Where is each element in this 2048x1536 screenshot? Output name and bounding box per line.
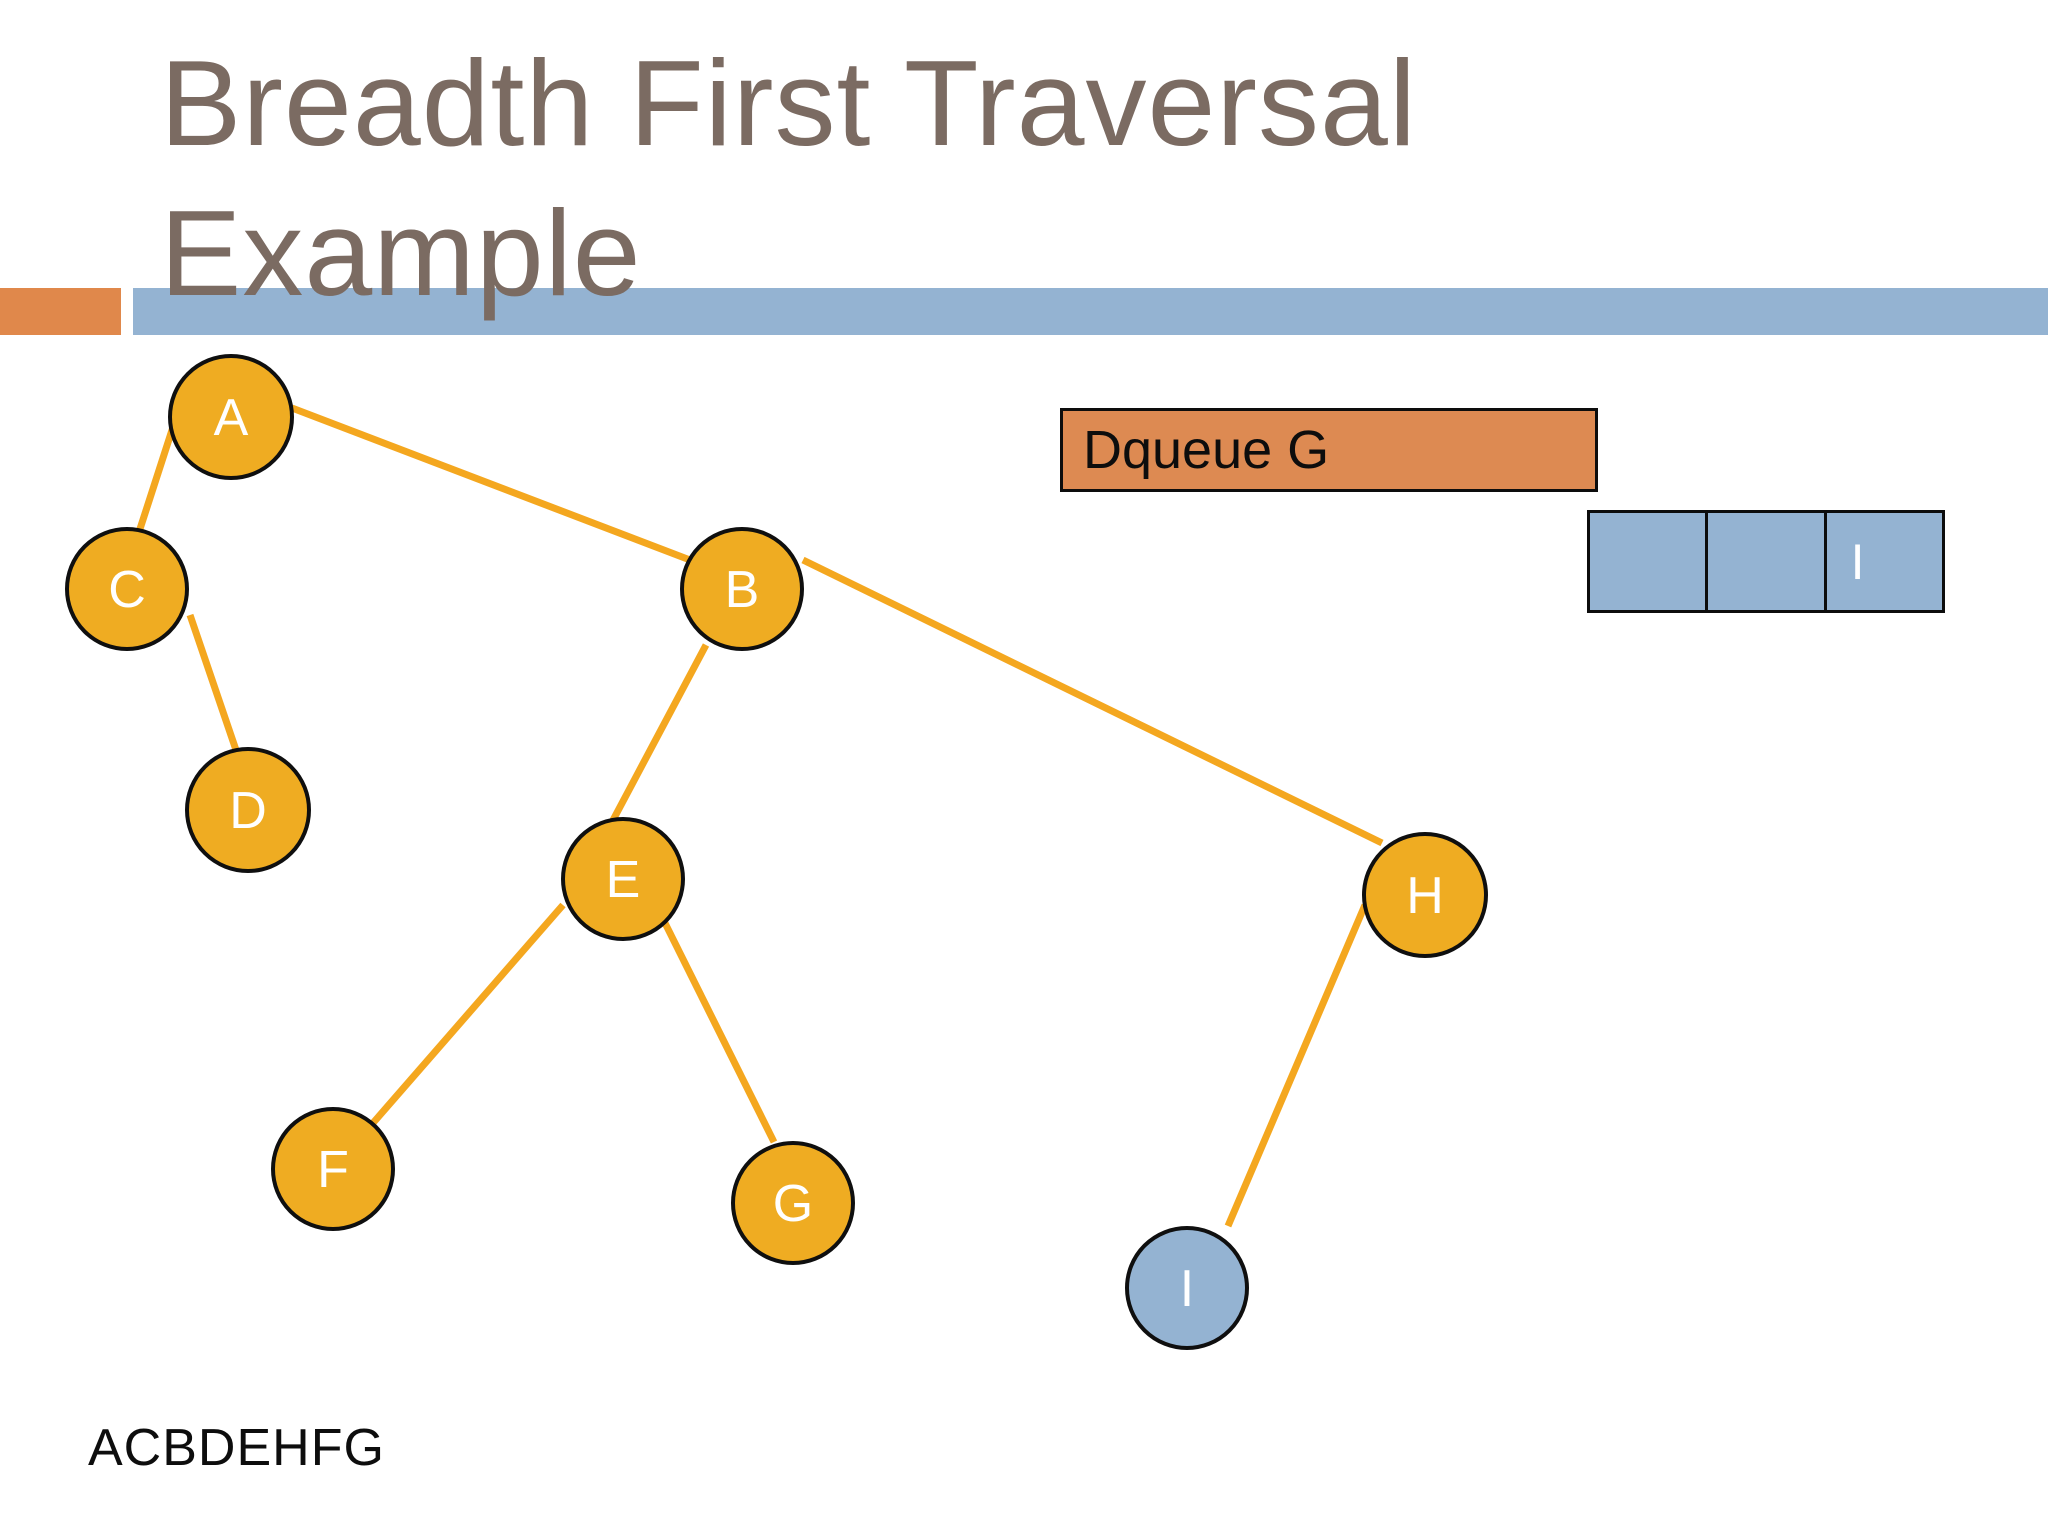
node-label-F: F (317, 1141, 349, 1199)
slide-title: Breadth First Traversal Example (160, 28, 1417, 328)
edge-H-I (1224, 903, 1369, 1228)
node-F (271, 1107, 395, 1231)
edge-B-E (608, 643, 710, 824)
dqueue-callout-box: Dqueue G (1060, 408, 1598, 492)
node-B (680, 527, 804, 651)
accent-square (0, 288, 121, 335)
node-label-D: D (229, 782, 267, 840)
queue-cells: I (1587, 510, 1945, 613)
node-G (731, 1141, 855, 1265)
node-D (185, 747, 311, 873)
slide-title-line2: Example (160, 185, 642, 321)
node-label-A: A (214, 389, 249, 447)
edge-E-F (370, 902, 566, 1126)
node-label-G: G (773, 1175, 813, 1233)
edge-E-G (661, 921, 778, 1144)
node-label-E: E (606, 851, 641, 909)
slide-title-line1: Breadth First Traversal (160, 35, 1417, 171)
node-label-H: H (1406, 867, 1444, 925)
queue-cell-2 (1705, 513, 1823, 610)
dqueue-callout-label: Dqueue G (1083, 420, 1330, 480)
edge-A-B (290, 404, 692, 564)
node-label-C: C (108, 561, 146, 619)
traversal-order-text: ACBDEHFG (88, 1419, 385, 1477)
node-E (561, 817, 685, 941)
node-label-I: I (1180, 1260, 1194, 1318)
node-label-B: B (725, 561, 760, 619)
accent-bar (133, 288, 2048, 335)
node-C (65, 527, 189, 651)
edge-A-C (135, 425, 177, 534)
node-H (1362, 832, 1488, 958)
node-A (168, 354, 294, 480)
edge-B-H (801, 556, 1384, 847)
queue-cell-3: I (1823, 513, 1942, 610)
node-I (1125, 1226, 1249, 1350)
queue-cell-1 (1590, 513, 1705, 610)
edge-C-D (186, 613, 240, 752)
